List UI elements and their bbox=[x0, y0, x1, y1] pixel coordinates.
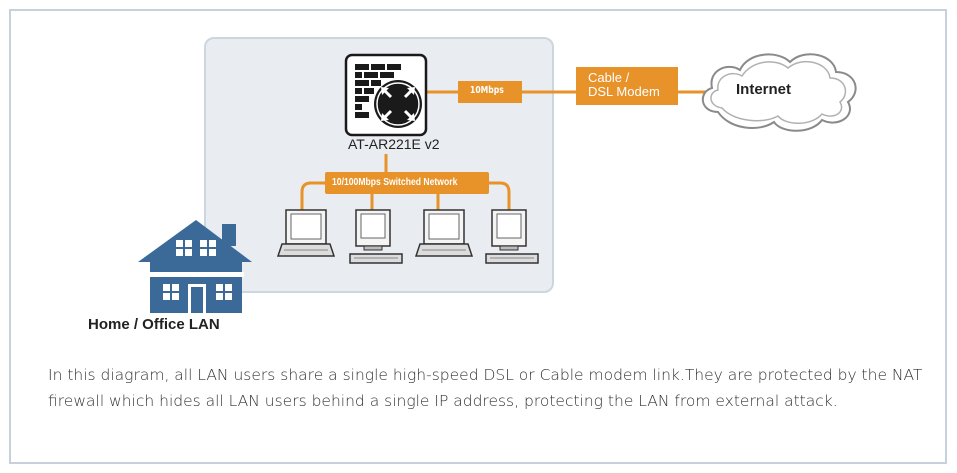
internet-cloud-icon bbox=[702, 53, 857, 132]
modem-label: Cable / DSL Modem bbox=[588, 70, 660, 99]
switch-badge bbox=[325, 172, 489, 194]
wan-speed-badge bbox=[458, 81, 522, 103]
switch-network-label: 10/100Mbps Switched Network bbox=[332, 176, 458, 188]
laptop-icon-1 bbox=[276, 209, 336, 257]
wan-speed-label: 10Mbps bbox=[470, 85, 504, 96]
desktop-icon-2 bbox=[485, 209, 539, 264]
home-office-label: Home / Office LAN bbox=[88, 316, 220, 333]
modem-box bbox=[576, 67, 678, 105]
desktop-icon-1 bbox=[349, 209, 403, 264]
laptop-icon-2 bbox=[414, 209, 474, 257]
router-firewall-icon bbox=[344, 53, 428, 137]
router-model-label: AT-AR221E v2 bbox=[348, 136, 440, 152]
diagram-caption: In this diagram, all LAN users share a s… bbox=[48, 366, 923, 410]
house-icon bbox=[138, 220, 252, 313]
cloud-inner-outline bbox=[710, 60, 847, 124]
internet-label: Internet bbox=[736, 81, 792, 98]
